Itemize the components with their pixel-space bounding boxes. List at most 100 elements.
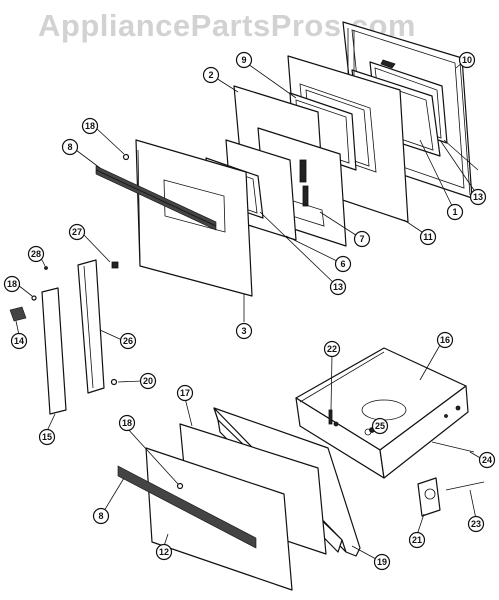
callout-drawer-front-frame: 19 bbox=[373, 553, 391, 571]
drawer-glide bbox=[431, 441, 475, 453]
callout-drawer-screw: 18 bbox=[118, 414, 136, 432]
drawer-clip bbox=[364, 428, 372, 436]
callout-ring bbox=[323, 340, 341, 358]
callout-ring bbox=[3, 275, 21, 293]
upper-door-handle bbox=[95, 165, 217, 231]
callout-number: 26 bbox=[123, 336, 133, 346]
callout-drawer-slide-rod: 23 bbox=[467, 515, 485, 533]
callout-number: 20 bbox=[143, 376, 153, 386]
callout-ring bbox=[436, 331, 454, 349]
drawer-stop bbox=[328, 409, 333, 425]
callout-number: 27 bbox=[72, 227, 82, 237]
callout-ring bbox=[27, 245, 45, 263]
callout-drawer-handle: 8 bbox=[92, 507, 110, 525]
callout-ring bbox=[235, 322, 253, 340]
callout-oven-door-liner: 10 bbox=[458, 51, 476, 69]
callout-number: 1 bbox=[452, 207, 457, 217]
callout-ring bbox=[329, 278, 347, 296]
callout-upper-door-outer-panel: 3 bbox=[235, 322, 253, 340]
callout-ring bbox=[139, 372, 157, 390]
callout-number: 16 bbox=[440, 335, 450, 345]
callout-drawer-inner-liner: 17 bbox=[176, 384, 194, 402]
trim-plug bbox=[111, 261, 119, 269]
callout-spring-clip: 14 bbox=[10, 332, 28, 350]
callout-number: 12 bbox=[159, 547, 169, 557]
callout-right-side-trim: 26 bbox=[119, 332, 137, 350]
callout-number: 3 bbox=[241, 326, 246, 336]
callout-ring bbox=[467, 515, 485, 533]
callout-trim-plug: 27 bbox=[68, 223, 86, 241]
drawer-screw bbox=[176, 482, 184, 490]
callout-number: 18 bbox=[85, 121, 95, 131]
left-side-trim bbox=[41, 287, 67, 415]
callout-ring bbox=[38, 428, 56, 446]
callout-hinge-bracket: 7 bbox=[353, 230, 371, 248]
callout-lower-frame: 1 bbox=[446, 203, 464, 221]
callout-ring bbox=[92, 507, 110, 525]
callout-number: 8 bbox=[67, 142, 72, 152]
callout-ring bbox=[119, 332, 137, 350]
callout-number: 24 bbox=[482, 455, 492, 465]
callout-number: 15 bbox=[42, 432, 52, 442]
callout-window-pack: 6 bbox=[334, 255, 352, 273]
callout-drawer-clip: 25 bbox=[371, 417, 389, 435]
drawer-slide-rod bbox=[445, 481, 485, 491]
vent-rod bbox=[347, 28, 355, 80]
callout-number: 18 bbox=[122, 418, 132, 428]
callout-liner-gasket: 13 bbox=[469, 188, 487, 206]
callout-number: 8 bbox=[98, 511, 103, 521]
callout-number: 14 bbox=[14, 336, 24, 346]
callout-number: 11 bbox=[423, 232, 433, 242]
callout-number: 23 bbox=[471, 519, 481, 529]
callout-ring bbox=[118, 414, 136, 432]
callout-ring bbox=[10, 332, 28, 350]
callout-number: 2 bbox=[208, 70, 213, 80]
callout-number: 21 bbox=[412, 535, 422, 545]
callout-drawer-glide: 24 bbox=[478, 451, 496, 469]
small-screw bbox=[44, 266, 48, 270]
callout-ring bbox=[176, 384, 194, 402]
callout-ring bbox=[81, 117, 99, 135]
callout-trim-screw: 20 bbox=[139, 372, 157, 390]
callout-ring bbox=[419, 228, 437, 246]
callout-drawer-roller-bracket: 21 bbox=[408, 531, 426, 549]
callout-ring bbox=[469, 188, 487, 206]
callout-ring bbox=[478, 451, 496, 469]
callout-number: 17 bbox=[180, 388, 190, 398]
upper-door-screw bbox=[122, 153, 130, 161]
callout-ring bbox=[373, 553, 391, 571]
callout-ring bbox=[458, 51, 476, 69]
side-trim-screw bbox=[31, 295, 37, 301]
callout-number: 9 bbox=[241, 55, 246, 65]
callout-ring bbox=[334, 255, 352, 273]
callout-ring bbox=[202, 66, 220, 84]
callout-ring bbox=[446, 203, 464, 221]
callout-number: 25 bbox=[375, 421, 385, 431]
spring-clip bbox=[9, 306, 27, 322]
callout-number: 22 bbox=[327, 344, 337, 354]
drawer-handle bbox=[117, 465, 257, 549]
callout-left-side-trim: 15 bbox=[38, 428, 56, 446]
callout-side-trim-screw: 18 bbox=[3, 275, 21, 293]
callout-ring bbox=[408, 531, 426, 549]
callout-ring bbox=[235, 51, 253, 69]
callout-drawer-stop: 22 bbox=[323, 340, 341, 358]
leader-lines bbox=[15, 61, 483, 560]
callout-storage-drawer-body: 16 bbox=[436, 331, 454, 349]
callout-drawer-front-panel: 12 bbox=[155, 543, 173, 561]
callout-ring bbox=[155, 543, 173, 561]
callout-upper-door-handle: 8 bbox=[61, 138, 79, 156]
callout-ring bbox=[353, 230, 371, 248]
callout-number: 7 bbox=[359, 234, 364, 244]
callout-number: 13 bbox=[333, 282, 343, 292]
right-side-trim bbox=[77, 259, 105, 394]
callout-number: 13 bbox=[473, 192, 483, 202]
trim-screw bbox=[110, 378, 118, 386]
callout-window-gasket: 13 bbox=[329, 278, 347, 296]
callout-number: 6 bbox=[340, 259, 345, 269]
callout-ring bbox=[371, 417, 389, 435]
callout-number: 18 bbox=[7, 279, 17, 289]
